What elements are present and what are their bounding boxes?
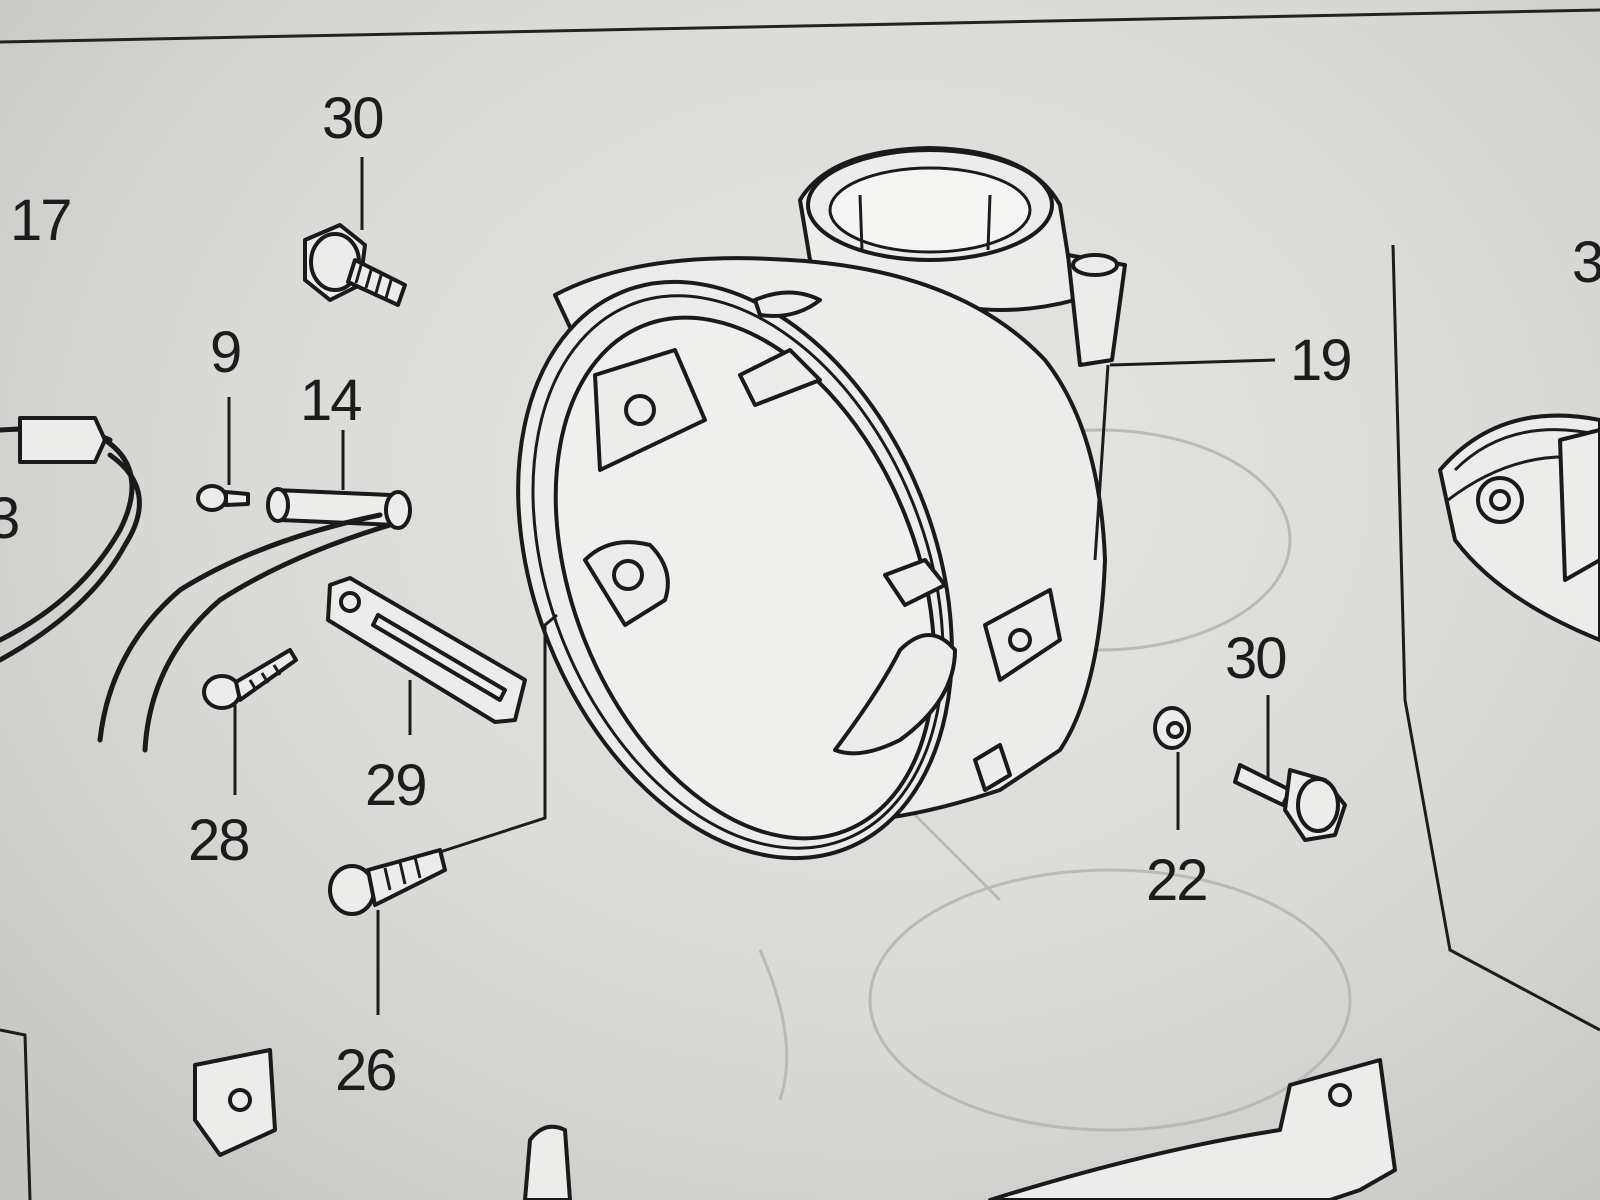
callout-28: 28 xyxy=(188,808,249,873)
flange-bolt-right-icon xyxy=(1233,763,1347,842)
cross-screw-icon xyxy=(328,848,447,916)
nut-icon xyxy=(1153,706,1191,750)
left-frame-line xyxy=(0,1028,32,1200)
side-bracket-icon xyxy=(1438,413,1600,642)
adjust-plate-icon xyxy=(326,576,527,724)
callout-19: 19 xyxy=(1290,328,1351,393)
flange-bolt-icon xyxy=(303,223,407,307)
callout-3: 3 xyxy=(0,486,18,551)
small-screw-icon xyxy=(196,484,250,512)
page-border-line xyxy=(0,8,1600,44)
callout-30-top: 30 xyxy=(322,86,383,151)
callout-26: 26 xyxy=(335,1038,396,1103)
callout-29: 29 xyxy=(365,753,426,818)
callout-14: 14 xyxy=(300,368,361,433)
wire-harness-icon xyxy=(0,416,142,663)
callout-17: 17 xyxy=(10,188,71,253)
leader-lines xyxy=(227,157,1276,1015)
callout-9: 9 xyxy=(210,320,240,385)
callout-30-right: 30 xyxy=(1225,626,1286,691)
callout-22: 22 xyxy=(1146,848,1207,913)
section-divider-line xyxy=(1391,244,1600,1032)
headlight-case-icon xyxy=(516,146,1127,861)
tapping-screw-icon xyxy=(202,648,298,710)
bulb-socket-icon xyxy=(97,487,412,753)
callout-3-right: 3 xyxy=(1572,230,1600,295)
bottom-parts-icon xyxy=(193,1048,1397,1200)
